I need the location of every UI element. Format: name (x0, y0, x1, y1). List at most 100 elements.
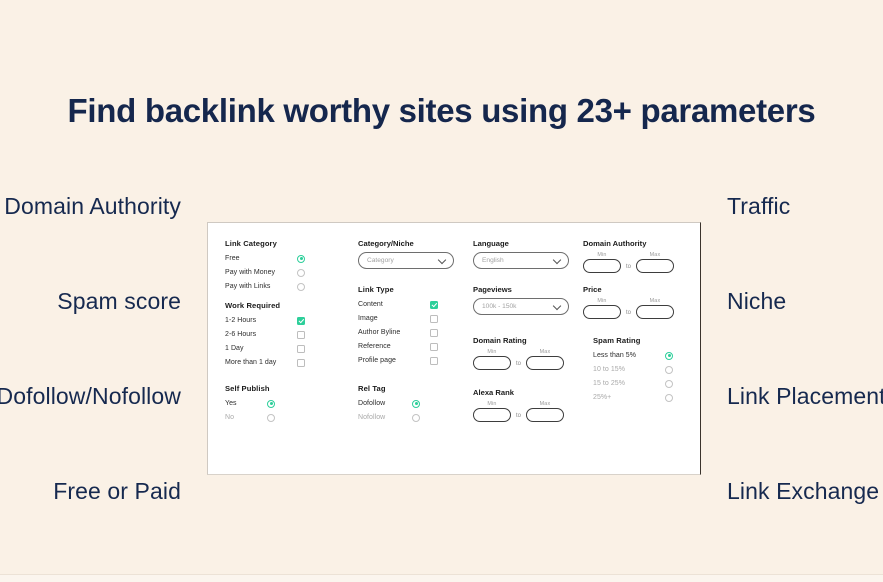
field-label: Language (473, 239, 509, 248)
group-title: Work Required (225, 301, 281, 310)
filter-group-price: Price Min to Max (583, 285, 675, 319)
field-label: Domain Rating (473, 336, 527, 345)
checkbox-icon-content[interactable] (430, 300, 438, 309)
radio-icon-10-to-15[interactable] (665, 365, 673, 374)
option-label: Content (358, 301, 383, 308)
option-label: Pay with Money (225, 269, 276, 276)
field-label: Category/Niche (358, 239, 414, 248)
option-row-reference[interactable]: Reference (358, 341, 438, 352)
range-alexa-rank: Min to Max (473, 401, 565, 422)
option-label: No (225, 414, 235, 421)
input-alexa-rank-max[interactable] (526, 408, 565, 422)
range-max-caption: Max (539, 349, 551, 355)
radio-icon-less-than-5[interactable] (665, 351, 673, 360)
checkbox-icon-more-than-1-day[interactable] (297, 358, 305, 367)
radio-icon-pay-with-money[interactable] (297, 268, 305, 277)
option-row-15-to-25[interactable]: 15 to 25% (593, 378, 673, 389)
field-label: Price (583, 285, 602, 294)
filter-group-pageviews: Pageviews 100k - 150k (473, 285, 569, 315)
option-label: Author Byline (358, 329, 401, 336)
input-alexa-rank-min[interactable] (473, 408, 511, 422)
input-domain-rating-max[interactable] (526, 356, 565, 370)
option-row-image[interactable]: Image (358, 313, 438, 324)
page-title: Find backlink worthy sites using 23+ par… (67, 92, 816, 130)
range-max-caption: Max (649, 298, 661, 304)
checkbox-icon-author-byline[interactable] (430, 328, 438, 337)
option-row-self-publish-no[interactable]: No (225, 412, 275, 423)
range-min-wrap: Min (583, 252, 621, 273)
radio-icon-25-plus[interactable] (665, 393, 673, 402)
option-label: 10 to 15% (593, 366, 625, 373)
checkbox-icon-image[interactable] (430, 314, 438, 323)
range-max-caption: Max (539, 401, 551, 407)
select-category-niche[interactable]: Category (358, 252, 454, 269)
radio-icon-pay-with-links[interactable] (297, 282, 305, 291)
option-row-less-than-5[interactable]: Less than 5% (593, 350, 673, 361)
field-label: Alexa Rank (473, 388, 514, 397)
select-value: Category (367, 257, 394, 264)
radio-icon-15-to-25[interactable] (665, 379, 673, 388)
side-label-domain-authority: Domain Authority (4, 193, 181, 219)
option-row-dofollow[interactable]: Dofollow (358, 398, 420, 409)
option-row-1-2-hours[interactable]: 1-2 Hours (225, 315, 305, 326)
range-min-wrap: Min (473, 401, 511, 422)
option-row-free[interactable]: Free (225, 253, 305, 264)
checkbox-icon-1-day[interactable] (297, 344, 305, 353)
option-label: Reference (358, 343, 391, 350)
range-min-caption: Min (487, 349, 497, 355)
filter-group-work-required: Work Required 1-2 Hours 2-6 Hours 1 Day (225, 301, 305, 371)
input-domain-authority-min[interactable] (583, 259, 621, 273)
side-label-link-exchange: Link Exchange (727, 478, 880, 504)
radio-icon-self-publish-yes[interactable] (267, 399, 275, 408)
chevron-down-icon (552, 255, 562, 265)
option-row-1-day[interactable]: 1 Day (225, 343, 305, 354)
filter-group-spam-rating: Spam Rating Less than 5% 10 to 15% 15 to… (593, 336, 673, 406)
range-separator: to (626, 264, 632, 270)
option-row-author-byline[interactable]: Author Byline (358, 327, 438, 338)
checkbox-icon-reference[interactable] (430, 342, 438, 351)
radio-icon-nofollow[interactable] (412, 413, 420, 422)
option-label: Yes (225, 400, 237, 407)
range-min-caption: Min (597, 298, 607, 304)
select-value: English (482, 257, 504, 264)
range-max-wrap: Max (636, 298, 675, 319)
filter-group-link-category: Link Category Free Pay with Money Pay wi… (225, 239, 305, 295)
group-title: Link Category (225, 239, 277, 248)
option-row-2-6-hours[interactable]: 2-6 Hours (225, 329, 305, 340)
option-row-10-to-15[interactable]: 10 to 15% (593, 364, 673, 375)
radio-icon-free[interactable] (297, 254, 305, 263)
filter-group-domain-rating: Domain Rating Min to Max (473, 336, 565, 370)
option-row-profile-page[interactable]: Profile page (358, 355, 438, 366)
option-row-content[interactable]: Content (358, 299, 438, 310)
radio-icon-self-publish-no[interactable] (267, 413, 275, 422)
input-domain-rating-min[interactable] (473, 356, 511, 370)
checkbox-icon-profile-page[interactable] (430, 356, 438, 365)
option-row-pay-with-money[interactable]: Pay with Money (225, 267, 305, 278)
input-price-min[interactable] (583, 305, 621, 319)
radio-icon-dofollow[interactable] (412, 399, 420, 408)
option-label: Dofollow (358, 400, 386, 407)
option-row-more-than-1-day[interactable]: More than 1 day (225, 357, 305, 368)
checkbox-icon-1-2-hours[interactable] (297, 316, 305, 325)
option-label: Profile page (358, 357, 396, 364)
side-label-free-or-paid: Free or Paid (53, 478, 181, 504)
option-row-nofollow[interactable]: Nofollow (358, 412, 420, 423)
select-language[interactable]: English (473, 252, 569, 269)
filter-group-self-publish: Self Publish Yes No (225, 384, 275, 426)
range-domain-rating: Min to Max (473, 349, 565, 370)
option-label: Pay with Links (225, 283, 271, 290)
group-title: Spam Rating (593, 336, 641, 345)
select-pageviews[interactable]: 100k - 150k (473, 298, 569, 315)
bottom-divider (0, 574, 883, 582)
option-row-pay-with-links[interactable]: Pay with Links (225, 281, 305, 292)
group-title: Self Publish (225, 384, 270, 393)
input-domain-authority-max[interactable] (636, 259, 675, 273)
field-label: Pageviews (473, 285, 512, 294)
option-row-self-publish-yes[interactable]: Yes (225, 398, 275, 409)
range-max-wrap: Max (636, 252, 675, 273)
option-label: Image (358, 315, 378, 322)
input-price-max[interactable] (636, 305, 675, 319)
option-row-25-plus[interactable]: 25%+ (593, 392, 673, 403)
filter-group-alexa-rank: Alexa Rank Min to Max (473, 388, 565, 422)
checkbox-icon-2-6-hours[interactable] (297, 330, 305, 339)
